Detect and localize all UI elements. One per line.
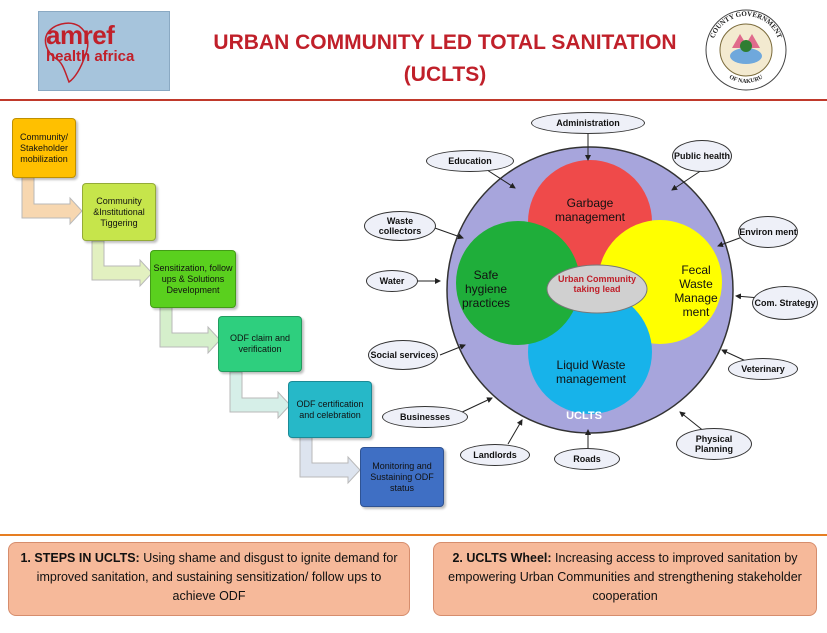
step-2-label: Community &Institutional Tiggering [93,195,145,228]
footer-steps-summary: 1. STEPS IN UCLTS: Using shame and disgu… [8,542,410,616]
sector-safe-hygiene [456,221,580,345]
footer-wheel-text: Increasing access to improved sanitation… [448,551,802,603]
stakeholder-veterinary: Veterinary [728,358,798,380]
wheel-center [546,264,648,314]
step-4-label: ODF claim and verification [229,333,291,354]
header-divider [0,99,827,101]
svg-text:OF NAKURU: OF NAKURU [728,74,765,85]
step-1-box: Community/ Stakeholder mobilization [12,118,76,178]
stakeholder-businesses: Businesses [382,406,468,428]
page-subtitle: (UCLTS) [403,63,487,86]
stakeholder-com-strategy: Com. Strategy [752,286,818,320]
step-5-box: ODF certification and celebration [288,381,372,438]
connector-arrow-4 [229,371,291,420]
step-5-label: ODF certification and celebration [296,398,364,420]
footer-wheel-summary: 2. UCLTS Wheel: Increasing access to imp… [433,542,817,616]
stakeholder-environment: Environ ment [738,216,798,248]
footer-steps-text: Using shame and disgust to ignite demand… [36,551,398,603]
stakeholder-waste-collectors: Waste collectors [364,211,436,241]
sector-liquid-label: Liquid Waste management [555,358,627,386]
sector-garbage-label: Garbage management [554,196,626,224]
seal-emblem-icon: COUNTY GOVERNMENT OF NAKURU [705,9,787,91]
stakeholder-social-services: Social services [368,340,438,370]
stakeholder-landlords: Landlords [460,444,530,466]
uclts-ring-label: UCLTS [566,410,602,422]
connector-arrow-2 [91,240,153,288]
step-3-label: Sensitization, follow ups & Solutions De… [153,262,233,295]
logo-wordmark: amref [46,20,115,50]
stakeholder-roads: Roads [554,448,620,470]
step-3-box: Sensitization, follow ups & Solutions De… [150,250,236,308]
stakeholder-physical-planning: Physical Planning [676,428,752,460]
stakeholder-education: Education [426,150,514,172]
footer-divider [0,534,827,536]
step-6-box: Monitoring and Sustaining ODF status [360,447,444,507]
step-6-label: Monitoring and Sustaining ODF status [370,460,434,493]
stakeholder-public-health: Public health [672,140,732,172]
step-1-label: Community/ Stakeholder mobilization [19,131,69,164]
seal-bottom-text: OF NAKURU [728,74,765,85]
amref-logo [38,11,170,91]
page-title: URBAN COMMUNITY LED TOTAL SANITATION [213,31,677,54]
county-seal: COUNTY GOVERNMENT OF NAKURU [700,4,792,96]
connector-arrow-3 [159,306,221,355]
step-4-box: ODF claim and verification [218,316,302,372]
stakeholder-water: Water [366,270,418,292]
connector-arrow-5 [299,436,361,485]
footer-steps-heading: 1. STEPS IN UCLTS: [20,551,140,565]
africa-outline-icon [44,22,89,84]
wheel-center-label: Urban Community taking lead [557,274,636,294]
logo-tagline: health africa [46,48,135,65]
step-2-box: Community &Institutional Tiggering [82,183,156,241]
footer-wheel-heading: 2. UCLTS Wheel: [452,551,552,565]
connector-arrow-1 [21,175,83,226]
sector-hygiene-label: Safe hygiene practices [461,268,511,310]
sector-fecal-label: Fecal Waste Manage ment [674,263,718,319]
stakeholder-administration: Administration [531,112,645,134]
